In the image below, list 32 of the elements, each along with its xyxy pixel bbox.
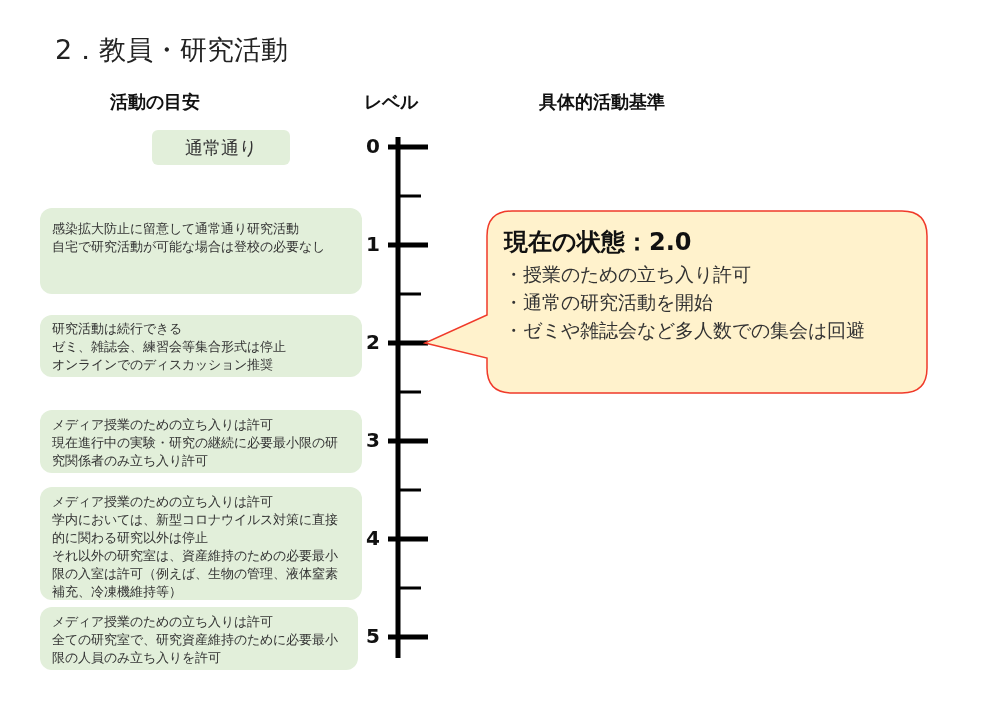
level-description-box — [40, 607, 358, 670]
bullet-item: ・授業のための立ち入り許可 — [504, 262, 752, 287]
level-number: 3 — [366, 428, 380, 452]
description-text: 学内においては、新型コロナウイルス対策に直接的に関わる研究以外は停止 — [52, 511, 339, 547]
description-text: オンラインでのディスカッション推奨 — [52, 356, 274, 374]
description-text: 現在進行中の実験・研究の継続に必要最小限の研究関係者のみ立ち入り許可 — [52, 434, 339, 470]
level-description-box — [40, 487, 362, 600]
page-title: 2．教員・研究活動 — [55, 33, 289, 67]
column-header: 具体的活動基準 — [539, 90, 665, 114]
level-number: 2 — [366, 330, 380, 354]
description-text: 研究活動は続行できる — [52, 320, 183, 338]
description-text: メディア授業のための立ち入りは許可 — [52, 613, 274, 631]
description-text: 全ての研究室で、研究資産維持のために必要最小限の人員のみ立ち入りを許可 — [52, 631, 339, 667]
description-text: ゼミ、雑誌会、練習会等集合形式は停止 — [52, 338, 287, 356]
level-number: 0 — [366, 134, 380, 158]
bullet-item: ・ゼミや雑誌会など多人数での集会は回避 — [504, 318, 866, 343]
level-number: 4 — [366, 526, 380, 550]
column-header: レベル — [364, 90, 418, 114]
level-number: 1 — [366, 232, 380, 256]
level-description-box — [40, 208, 362, 294]
description-text: 感染拡大防止に留意して通常通り研究活動 — [52, 220, 300, 238]
bullet-item: ・通常の研究活動を開始 — [504, 290, 714, 315]
level-description-box: 通常通り — [152, 130, 290, 165]
level-description-box — [40, 410, 362, 473]
level-description-box — [40, 315, 362, 377]
description-text: メディア授業のための立ち入りは許可 — [52, 493, 274, 511]
level-number: 5 — [366, 624, 380, 648]
column-header: 活動の目安 — [110, 90, 200, 114]
description-text: それ以外の研究室は、資産維持のための必要最小限の入室は許可（例えば、生物の管理、液体窒素補充、冷凍機維持等） — [52, 547, 339, 601]
description-text: 自宅で研究活動が可能な場合は登校の必要なし — [52, 238, 326, 256]
description-text: メディア授業のための立ち入りは許可 — [52, 416, 274, 434]
status-heading: 現在の状態：2.0 — [504, 227, 693, 258]
